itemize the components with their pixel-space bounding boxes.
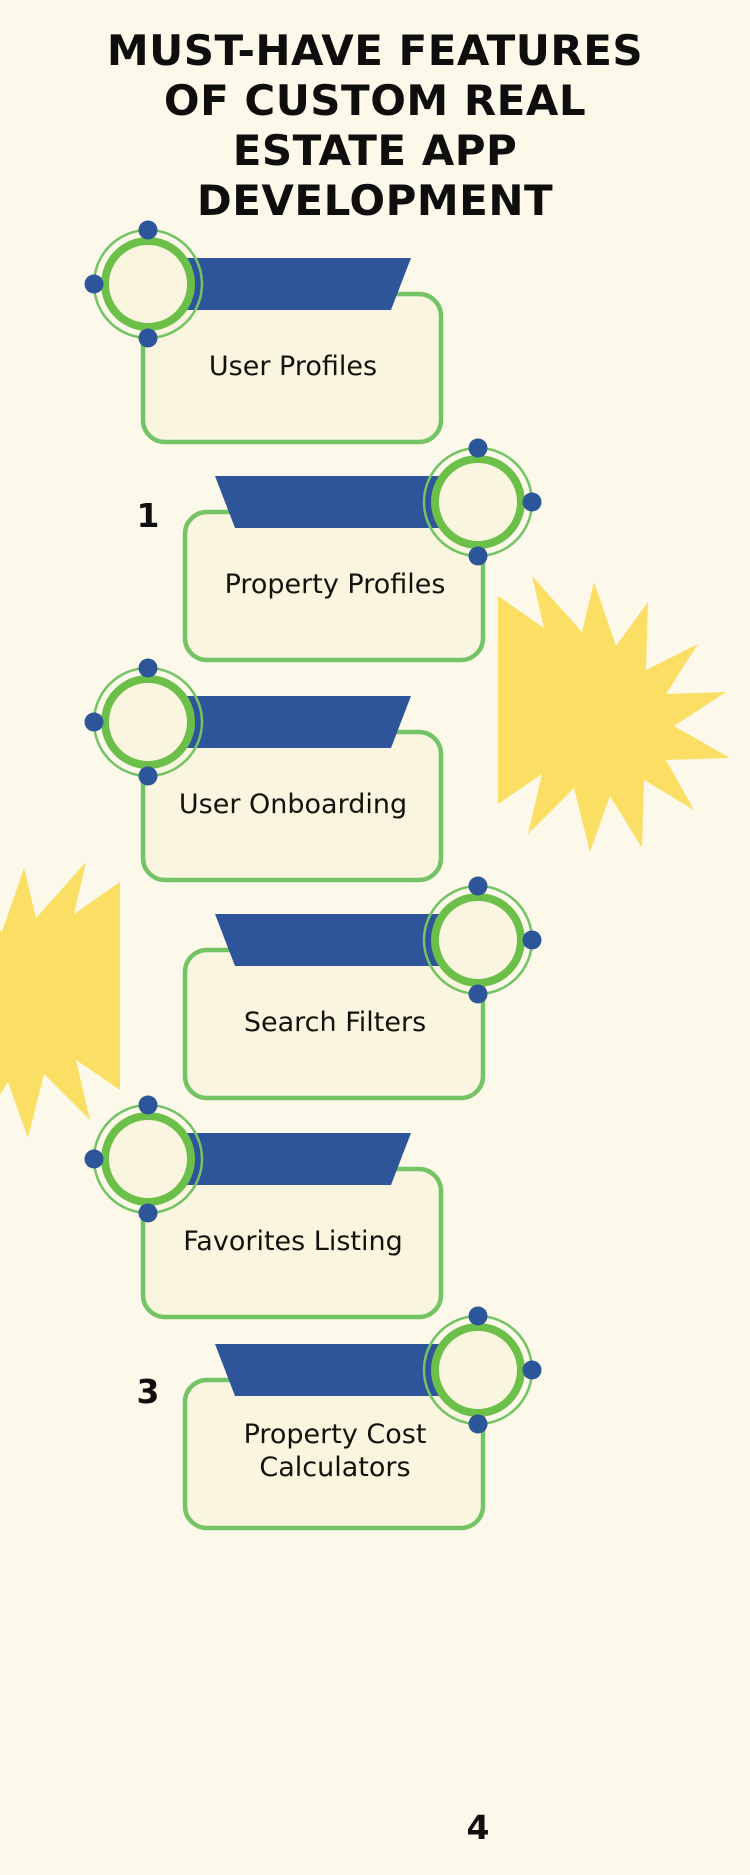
card-6-graphic (182, 1306, 542, 1531)
card-6-label: Property Cost Calculators (200, 1418, 470, 1484)
card-2-label: Property Profiles (224, 569, 446, 600)
title-line-4: DEVELOPMENT (196, 176, 554, 225)
card-1-badge-number: 1 (136, 496, 160, 535)
feature-card-4[interactable]: 4 Search Filters (0, 876, 750, 1847)
feature-card-2[interactable]: 2 Property Profiles (0, 438, 750, 971)
yellow-starburst-right-icon (498, 576, 730, 852)
card-1-label: User Profiles (208, 351, 378, 382)
card-3-badge-number: 3 (136, 1372, 160, 1411)
card-5-label: Favorites Listing (183, 1226, 403, 1257)
card-4-label: Search Filters (243, 1007, 427, 1038)
card-4-graphic (182, 876, 542, 1101)
card-4-badge-number: 4 (466, 1808, 490, 1847)
card-3-label: User Onboarding (178, 789, 408, 820)
card-1-graphic (84, 220, 444, 445)
feature-card-5[interactable]: 5 Favorites Listing (0, 1095, 750, 1327)
page-title: MUST-HAVE FEATURES OF CUSTOM REAL ESTATE… (0, 26, 750, 226)
card-2-graphic (182, 438, 542, 663)
title-line-1: MUST-HAVE FEATURES (106, 26, 644, 75)
card-3-graphic (84, 658, 444, 883)
feature-card-6[interactable]: 6 Property Cost Calculators (0, 1306, 750, 1538)
card-5-graphic (84, 1095, 444, 1320)
feature-card-1[interactable]: 1 User Profiles (0, 220, 750, 535)
feature-card-3[interactable]: 3 User Onboarding (0, 658, 750, 1411)
title-line-2: OF CUSTOM REAL (163, 76, 587, 125)
title-line-3: ESTATE APP (232, 126, 518, 175)
yellow-starburst-left-icon (0, 862, 120, 1138)
card-6-label-line-2: Calculators (259, 1452, 411, 1483)
card-6-label-line-1: Property Cost (243, 1419, 427, 1450)
